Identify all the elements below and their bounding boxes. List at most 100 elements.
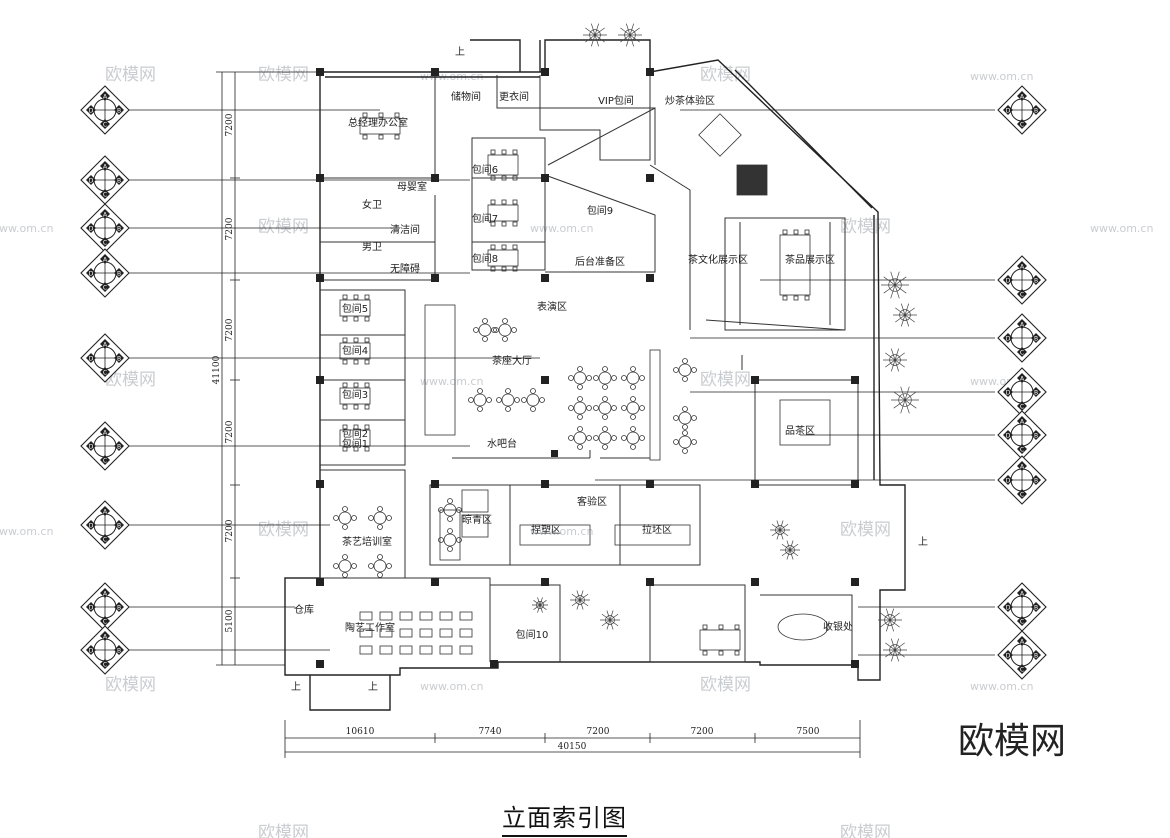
index-letter: A [103, 257, 108, 264]
index-letter: B [117, 178, 121, 185]
watermark-text: 欧模网 [105, 675, 156, 695]
index-letter: A [103, 94, 108, 101]
watermark-text: 欧模网 [258, 65, 309, 85]
index-letter: A [103, 591, 108, 598]
left-dimension-label: 7200 [225, 420, 235, 443]
room-label-private7: 包间7 [472, 212, 498, 225]
furniture-layer [333, 112, 831, 656]
room-label-tea-culture: 茶文化展示区 [688, 253, 748, 266]
index-letter: C [1020, 667, 1024, 674]
bottom-dimension-label: 10610 [346, 727, 375, 737]
bottom-dimension-chain [284, 720, 861, 758]
stair-up-label: 上 [455, 46, 465, 58]
index-letter: C [103, 619, 107, 626]
index-letter: C [1020, 619, 1024, 626]
index-letter: B [117, 356, 121, 363]
room-label-tea-hall: 茶座大厅 [492, 354, 532, 367]
room-label-backstage-prep: 后台准备区 [575, 255, 625, 268]
stair-up-label: 上 [918, 536, 928, 548]
landscape-plants [532, 23, 919, 662]
room-label-accessible: 无障碍 [390, 262, 420, 275]
index-letter: B [1034, 433, 1038, 440]
index-letter: D [89, 226, 94, 233]
index-letter: A [103, 430, 108, 437]
room-label-gm-office: 总经理办公室 [348, 116, 408, 129]
room-label-private6: 包间6 [472, 163, 498, 176]
exterior-walls [284, 39, 906, 711]
index-letter: C [103, 537, 107, 544]
watermark-text: www.om.cn [530, 525, 593, 538]
room-label-cleaning: 清洁间 [390, 223, 420, 236]
watermark-text: 欧模网 [840, 823, 891, 838]
room-label-private2: 包间2 [342, 427, 368, 440]
room-label-cashier: 收银处 [823, 620, 853, 633]
index-letter: B [1034, 478, 1038, 485]
brand-logo: 欧模网 [958, 721, 1067, 762]
drawing-title: 立面索引图 [502, 798, 627, 837]
watermark-text: 欧模网 [258, 217, 309, 237]
index-letter: D [89, 178, 94, 185]
index-letter: C [1020, 122, 1024, 129]
room-label-performance: 表演区 [537, 300, 567, 313]
watermark-text: 欧模网 [258, 520, 309, 540]
index-letter: A [103, 342, 108, 349]
index-letter: C [103, 285, 107, 292]
room-label-private1: 包间1 [342, 437, 368, 450]
watermark-text: 欧模网 [840, 217, 891, 237]
watermark-text: www.om.cn [1090, 222, 1153, 235]
watermark-text: 欧模网 [840, 520, 891, 540]
bottom-dimension-label: 7740 [479, 727, 502, 737]
room-label-pottery-workshop: 陶艺工作室 [345, 621, 395, 634]
room-label-male-wc: 男卫 [362, 241, 382, 253]
index-letter: D [89, 605, 94, 612]
index-letter: C [1020, 292, 1024, 299]
index-letter: C [103, 122, 107, 129]
index-letter: B [117, 523, 121, 530]
index-letter: C [103, 458, 107, 465]
bottom-dimension-label: 7500 [797, 727, 820, 737]
left-dimension-label: 7200 [225, 519, 235, 542]
left-dimension-label: 7200 [225, 318, 235, 341]
room-label-female-wc: 女卫 [362, 198, 382, 211]
index-letter: D [1006, 108, 1011, 115]
watermark-text: www.om.cn [970, 70, 1033, 83]
room-label-vip-room: VIP包间 [598, 94, 634, 107]
index-letter: A [1020, 464, 1025, 471]
index-letter: D [1006, 433, 1011, 440]
index-letter: C [103, 192, 107, 199]
watermark-text: www.om.cn [0, 222, 53, 235]
index-letter: C [103, 240, 107, 247]
index-letter: A [103, 509, 108, 516]
index-letter: C [103, 370, 107, 377]
watermark-text: www.om.cn [970, 680, 1033, 693]
bottom-total-dimension: 40150 [558, 742, 587, 752]
room-label-mother-baby: 母婴室 [397, 180, 427, 193]
index-letter: B [1034, 605, 1038, 612]
room-label-water-bar: 水吧台 [487, 437, 517, 450]
watermark-text: www.om.cn [420, 680, 483, 693]
index-letter: D [89, 271, 94, 278]
index-letter: B [1034, 390, 1038, 397]
room-label-tea-drying: 晾青区 [462, 513, 492, 526]
room-label-throwing: 拉坯区 [642, 523, 672, 536]
index-leader-lines [128, 109, 995, 656]
index-letter: C [1020, 492, 1024, 499]
watermark-text: www.om.cn [0, 525, 53, 538]
room-label-tea-experience: 炒茶体验区 [665, 94, 715, 107]
watermark-text: www.om.cn [530, 222, 593, 235]
index-letter: A [1020, 591, 1025, 598]
index-letter: D [89, 648, 94, 655]
watermark-text: 欧模网 [258, 823, 309, 838]
